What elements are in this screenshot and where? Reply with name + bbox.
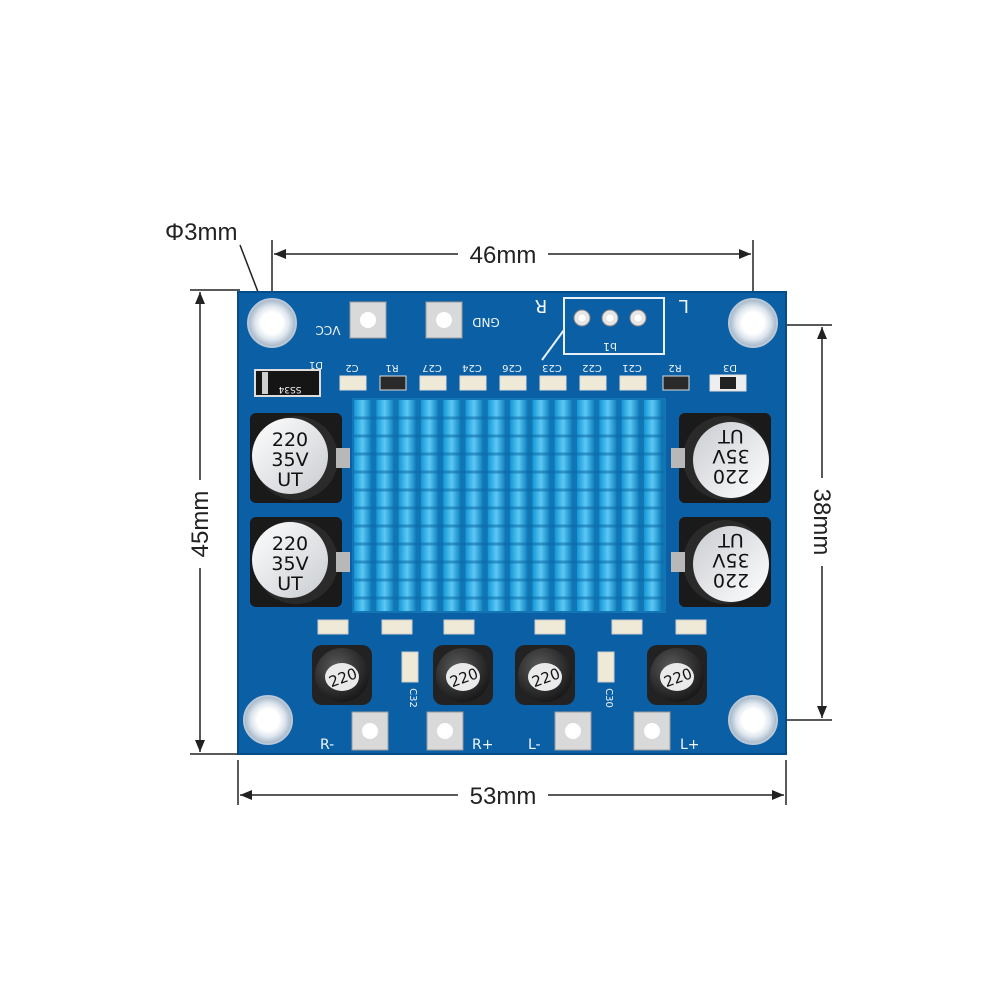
r1-label: R1 [385,362,398,373]
led-d3 [709,374,747,392]
c30-label: C30 [603,688,614,708]
svg-text:35V: 35V [271,553,308,575]
svg-text:UT: UT [718,425,744,447]
inductor-1: 220 [312,645,372,705]
capacitor-right-top: 220 35V UT [671,413,771,503]
bottom-width-label: 53mm [470,783,537,810]
mounting-hole-top-right [728,298,778,348]
smd-label-row: C2 R1 C27 C24 C26 C23 C22 C21 R2 D3 [345,362,737,373]
diode-d1 [254,369,321,397]
svg-text:220: 220 [713,569,749,591]
capacitor-left-top: 220 35V UT [250,413,350,503]
l-channel-label: L [679,295,689,316]
c2-label: C2 [345,362,358,373]
smd-component [662,375,690,391]
diode-part-label: SS34 [278,384,301,394]
r-minus-label: R- [320,737,334,753]
svg-text:35V: 35V [712,445,749,467]
capacitor-right-bottom: 220 35V UT [671,517,771,607]
vcc-label: VCC [316,323,341,337]
c24-label: C24 [462,362,482,373]
d3-label: D3 [723,362,737,373]
smd-component [379,375,407,391]
inductor-3: 220 [515,645,575,705]
svg-text:220: 220 [272,533,308,555]
svg-text:220: 220 [713,465,749,487]
smd-component [539,375,567,391]
svg-text:UT: UT [277,469,303,491]
r-plus-label: R+ [472,737,493,753]
d1-label: D1 [309,359,323,370]
svg-text:220: 220 [272,429,308,451]
svg-text:UT: UT [718,529,744,551]
inductor-2: 220 [433,645,493,705]
smd-component [579,375,607,391]
c21-label: C21 [622,362,642,373]
smd-component [619,375,647,391]
smd-component-row [339,375,690,391]
gnd-label: GND [472,315,500,329]
l-minus-label: L- [528,737,541,753]
vcc-terminal-pad [349,301,387,339]
capacitor-left-bottom: 220 35V UT [250,517,350,607]
smd-bottom-row [317,619,707,683]
svg-text:35V: 35V [271,449,308,471]
mounting-hole-bottom-right [728,695,778,745]
output-pad-r-minus [351,711,389,751]
c22-label: C22 [582,362,602,373]
output-pad-l-minus [554,711,592,751]
top-width-label: 46mm [470,242,537,269]
inductor-4: 220 [647,645,707,705]
r-channel-label: R [535,295,548,316]
hole-diameter-label: Φ3mm [165,219,237,246]
pot-label: b1 [603,340,617,353]
smd-component [419,375,447,391]
left-height-label: 45mm [187,491,214,558]
heatsink [352,398,666,613]
c27-label: C27 [422,362,442,373]
right-height-label: 38mm [808,489,835,556]
r2-label: R2 [668,362,681,373]
c26-label: C26 [502,362,522,373]
smd-component [459,375,487,391]
smd-component [339,375,367,391]
gnd-terminal-pad [425,301,463,339]
smd-component [499,375,527,391]
output-pad-l-plus [633,711,671,751]
c32-label: C32 [407,688,418,708]
mounting-hole-bottom-left [243,695,293,745]
output-pad-r-plus [426,711,464,751]
c23-label: C23 [542,362,562,373]
svg-text:UT: UT [277,573,303,595]
mounting-hole-top-left [247,298,297,348]
l-plus-label: L+ [680,737,700,753]
svg-text:35V: 35V [712,549,749,571]
potentiometer-header [541,297,665,361]
dimension-arrows [195,249,827,800]
